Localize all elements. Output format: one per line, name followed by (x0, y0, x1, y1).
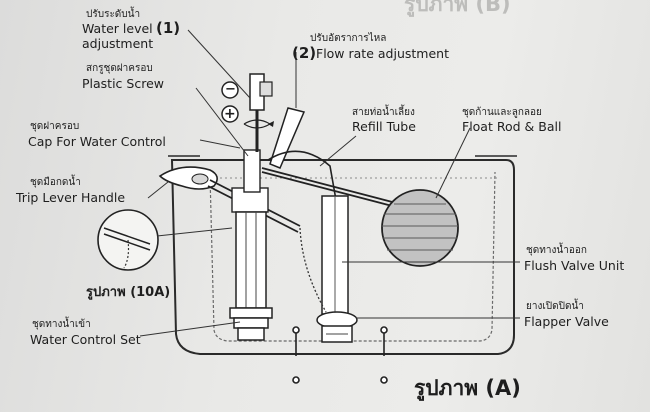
float-ball (381, 189, 459, 267)
flow-rate-en: Flow rate adjustment (316, 46, 449, 61)
float-rod-th: ชุดก้านและลูกลอย (462, 107, 542, 118)
header-partial: รูปภาพ (B) (404, 0, 511, 16)
inset-10a-circle (97, 209, 233, 271)
tank-outline (170, 159, 515, 355)
cap-en: Cap For Water Control (28, 134, 166, 149)
water-level-en: Water level (82, 21, 153, 36)
trip-lever-en: Trip Lever Handle (16, 190, 126, 205)
leader-water-level (187, 29, 251, 99)
leader-cap (199, 139, 241, 149)
water-control-en: Water Control Set (30, 332, 141, 347)
plastic-screw-en: Plastic Screw (82, 76, 164, 91)
water-control-set (229, 149, 273, 341)
flush-valve-en: Flush Valve Unit (524, 258, 625, 273)
refill-tube-en: Refill Tube (352, 119, 416, 134)
lift-chain (299, 227, 327, 313)
plus-circle (221, 105, 239, 123)
minus-circle (221, 81, 239, 99)
leader-lines (139, 29, 520, 337)
leader-refill (319, 135, 357, 167)
water-control-th: ชุดทางน้ำเข้า (32, 319, 91, 330)
water-level-num: (1) (156, 19, 181, 37)
flow-rate-num: (2) (292, 44, 317, 62)
float-rod (261, 167, 401, 209)
plastic-screw-th: สกรูชุดฝาครอบ (86, 63, 153, 74)
cap-th: ชุดฝาครอบ (30, 121, 80, 132)
leader-water-control (139, 321, 241, 337)
water-level-th: ปรับระดับน้ำ (86, 9, 141, 20)
tank-inner-wall (209, 171, 496, 342)
refill-tube (267, 150, 337, 201)
caption-a: รูปภาพ (A) (414, 376, 521, 400)
adjustment-screw (243, 73, 274, 152)
refill-tube-th: สายท่อน้ำเลี้ยง (352, 107, 415, 118)
leader-trip-lever (147, 181, 169, 199)
trip-lever-th: ชุดมือกดน้ำ (30, 177, 81, 188)
flapper-th: ยางเปิดปิดน้ำ (526, 301, 584, 312)
minus-symbol: − (225, 82, 236, 97)
float-rod-en: Float Rod & Ball (462, 119, 562, 134)
leader-plastic-screw (195, 87, 249, 157)
flow-rate-lever (269, 107, 306, 169)
flow-rate-th: ปรับอัตราการไหล (310, 33, 387, 44)
plus-symbol: + (224, 106, 236, 122)
flush-valve-unit (316, 195, 358, 343)
flapper-en: Flapper Valve (524, 314, 609, 329)
leader-float-rod (435, 127, 471, 199)
flush-valve-th: ชุดทางน้ำออก (526, 245, 587, 256)
water-level-en2: adjustment (82, 36, 154, 51)
tank-bolts (292, 326, 388, 384)
caption-10a: รูปภาพ (10A) (86, 285, 171, 300)
